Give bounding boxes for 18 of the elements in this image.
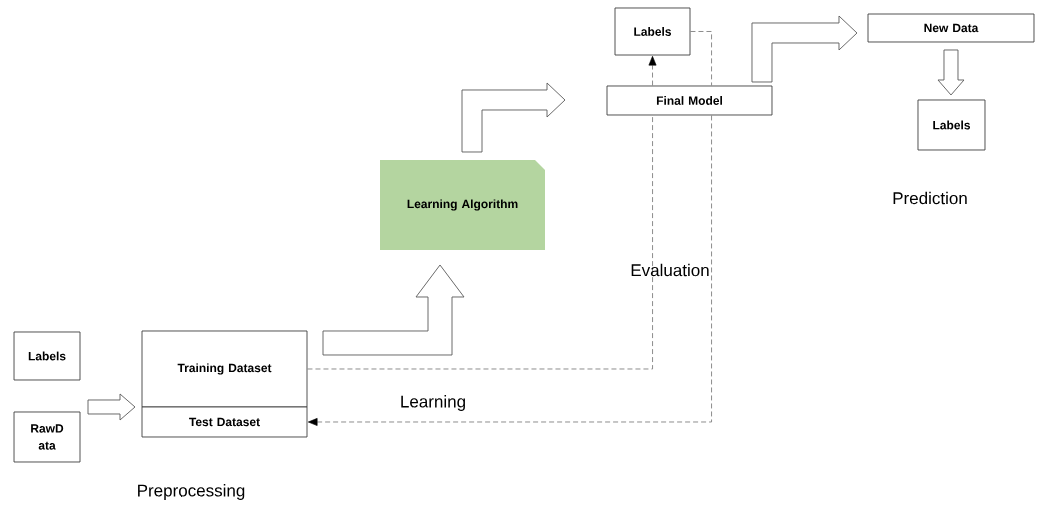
stage-label: Learning xyxy=(401,395,465,411)
dashed-arrow xyxy=(648,55,657,86)
process-box: Labels xyxy=(614,7,691,56)
process-box: Labels xyxy=(13,331,81,381)
block-arrow xyxy=(87,393,136,421)
process-box: Final Model xyxy=(606,85,773,116)
stage-label: Prediction xyxy=(893,191,967,205)
dashed-arrow xyxy=(307,115,712,426)
stage-label: Evaluation xyxy=(631,263,709,277)
block-arrow xyxy=(322,264,465,356)
block-arrow xyxy=(937,49,965,96)
block-arrow xyxy=(461,82,566,153)
stage-label: Preprocessing xyxy=(138,484,245,500)
process-box: Test Dataset xyxy=(141,406,308,438)
process-box: New Data xyxy=(867,13,1035,43)
process-box: Labels xyxy=(917,99,986,151)
block-arrow xyxy=(751,15,858,83)
process-box: RawD ata xyxy=(13,411,81,463)
